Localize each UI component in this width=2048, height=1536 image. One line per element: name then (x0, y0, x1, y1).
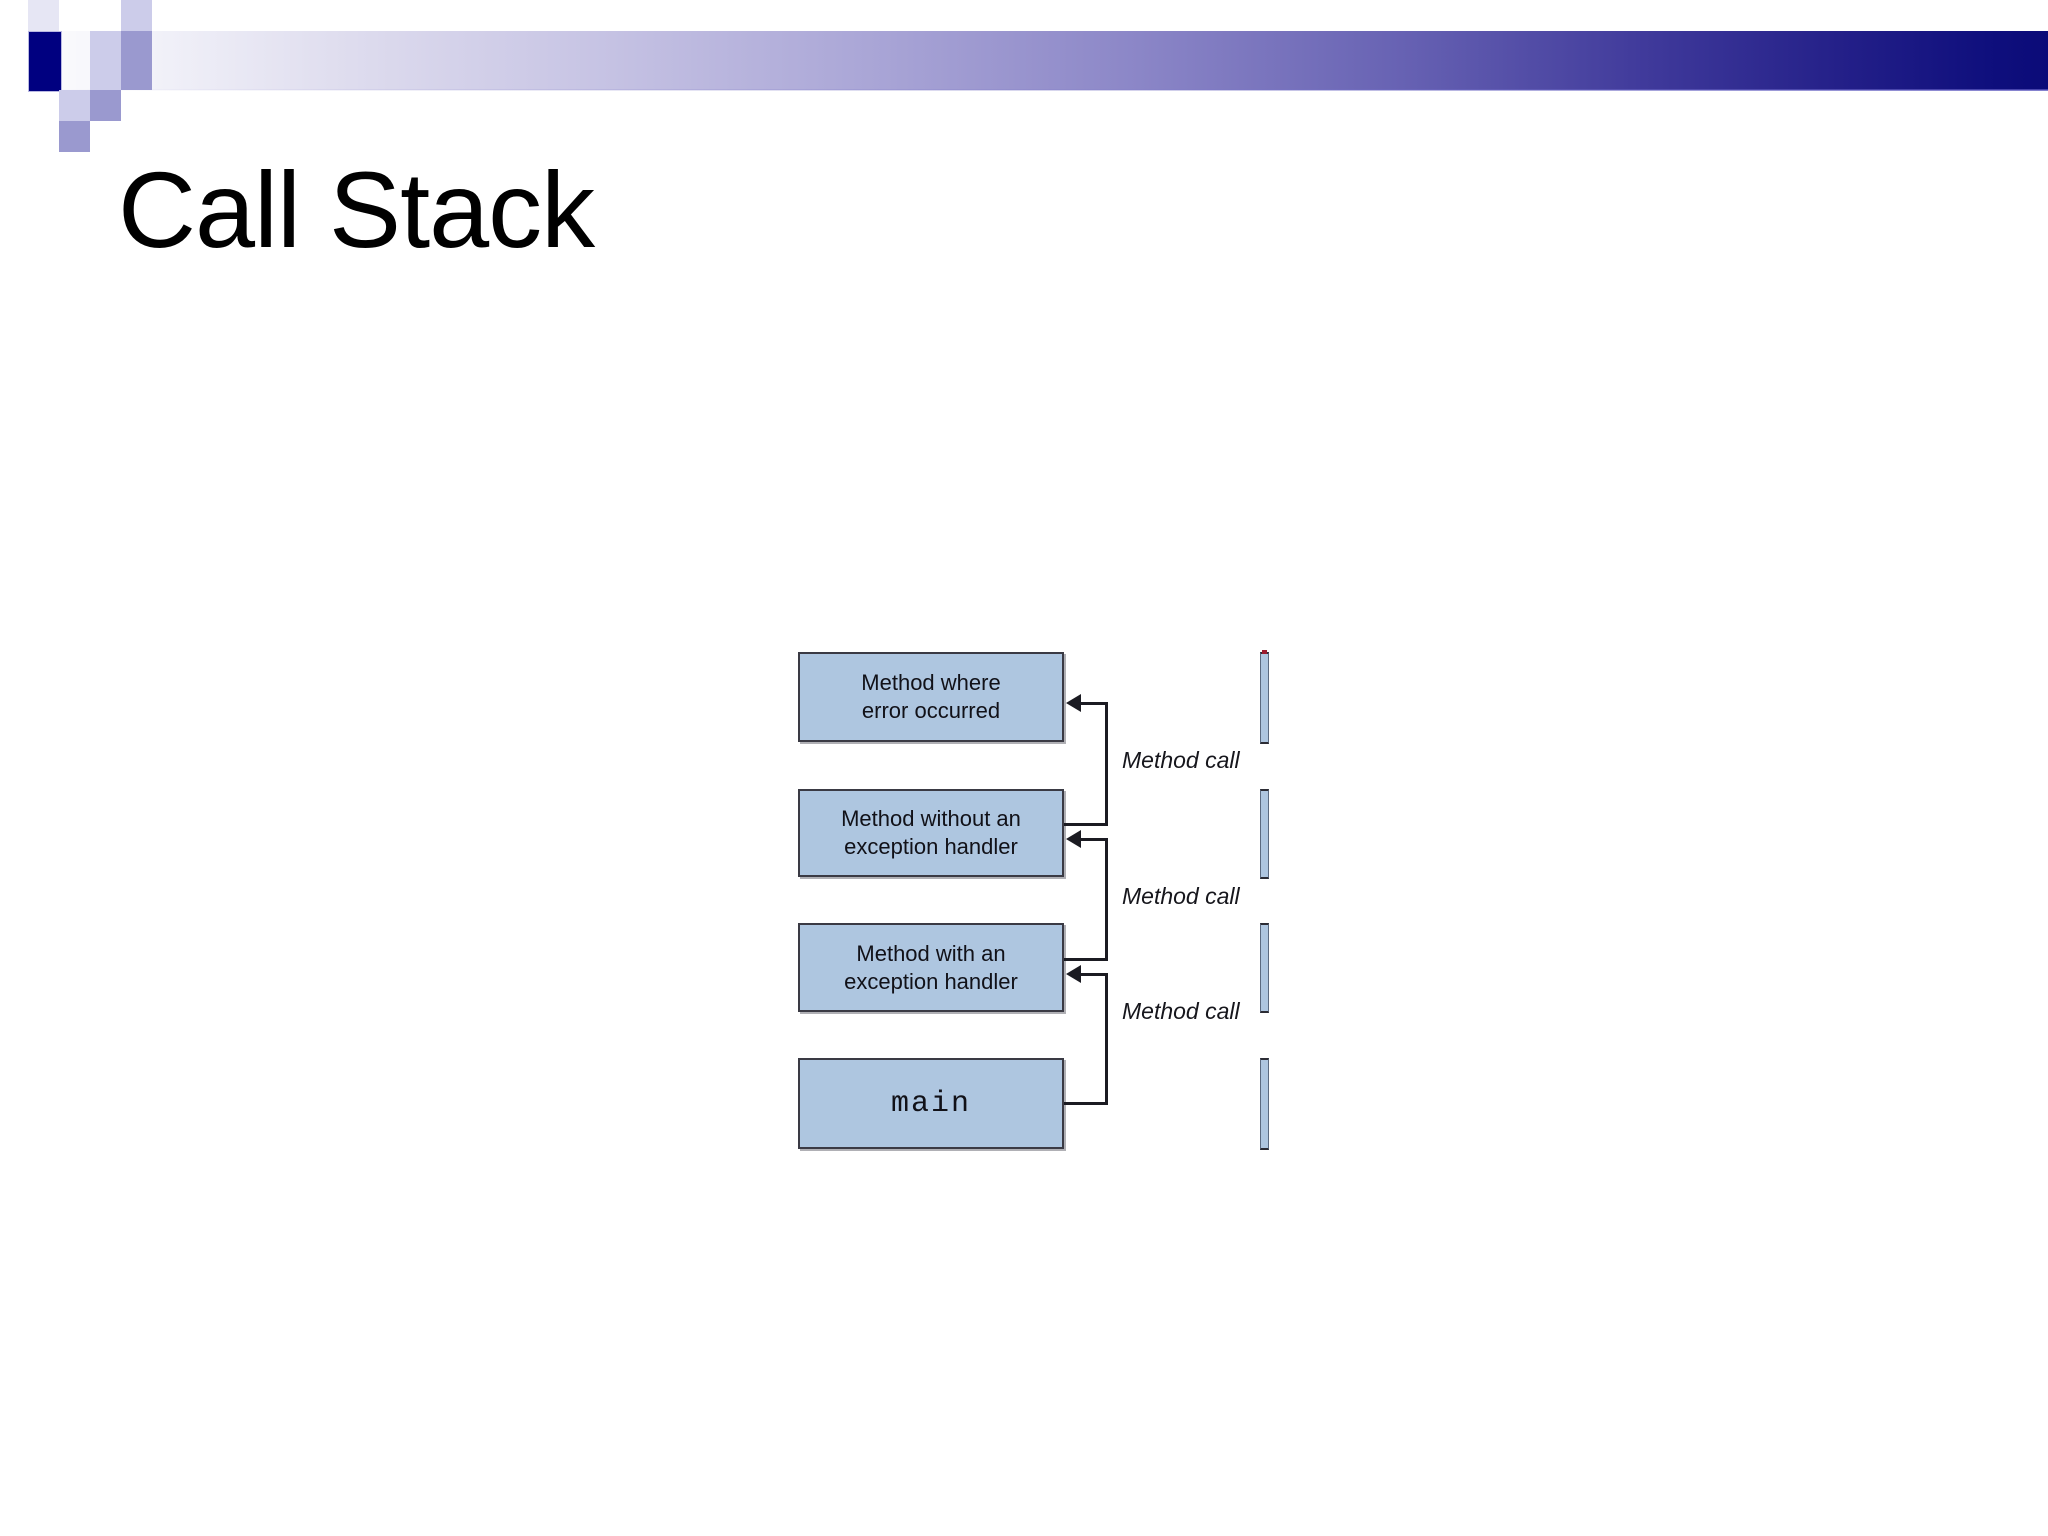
arrow-head-icon (1066, 965, 1081, 983)
arrow-head-icon (1066, 830, 1081, 848)
frame-box-label: main (890, 1086, 971, 1121)
header-square-mid-b (90, 90, 121, 121)
connector-label-call-1: Method call (1122, 747, 1240, 773)
header-square-lavender-c (90, 31, 121, 90)
header-square-lavender-b (121, 0, 152, 31)
frame-box-label: Method where error occurred (861, 670, 1001, 723)
arrow-head-icon (1066, 694, 1081, 712)
slide-header-decoration (0, 0, 2048, 160)
stack-bar-1 (1260, 652, 1269, 744)
frame-box-method-with-exception-handler[interactable]: Method with an exception handler (798, 923, 1064, 1012)
connector-label-call-2: Method call (1122, 883, 1240, 909)
stack-bar-2 (1260, 789, 1269, 879)
stack-bar-1-red-tip (1262, 650, 1267, 654)
header-square-mid-a (121, 31, 152, 90)
header-gradient-band (28, 31, 2048, 90)
frame-box-label: Method with an exception handler (844, 940, 1018, 994)
header-square-mid-c (59, 121, 90, 152)
frame-box-main[interactable]: main (798, 1058, 1064, 1149)
header-square-lavender-d (59, 90, 90, 121)
header-square-navy (28, 31, 62, 92)
stack-bar-4 (1260, 1058, 1269, 1150)
header-band-underline (28, 89, 2048, 91)
frame-box-label: Method without an exception handler (841, 806, 1021, 859)
page-title: Call Stack (118, 149, 595, 270)
connector-label-call-3: Method call (1122, 998, 1240, 1024)
call-stack-diagram: Method where error occurred Method witho… (790, 640, 1290, 1170)
stack-bar-3 (1260, 923, 1269, 1013)
frame-box-method-without-exception-handler[interactable]: Method without an exception handler (798, 789, 1064, 877)
frame-box-method-where-error-occurred[interactable]: Method where error occurred (798, 652, 1064, 742)
header-square-pale-a (28, 0, 59, 31)
